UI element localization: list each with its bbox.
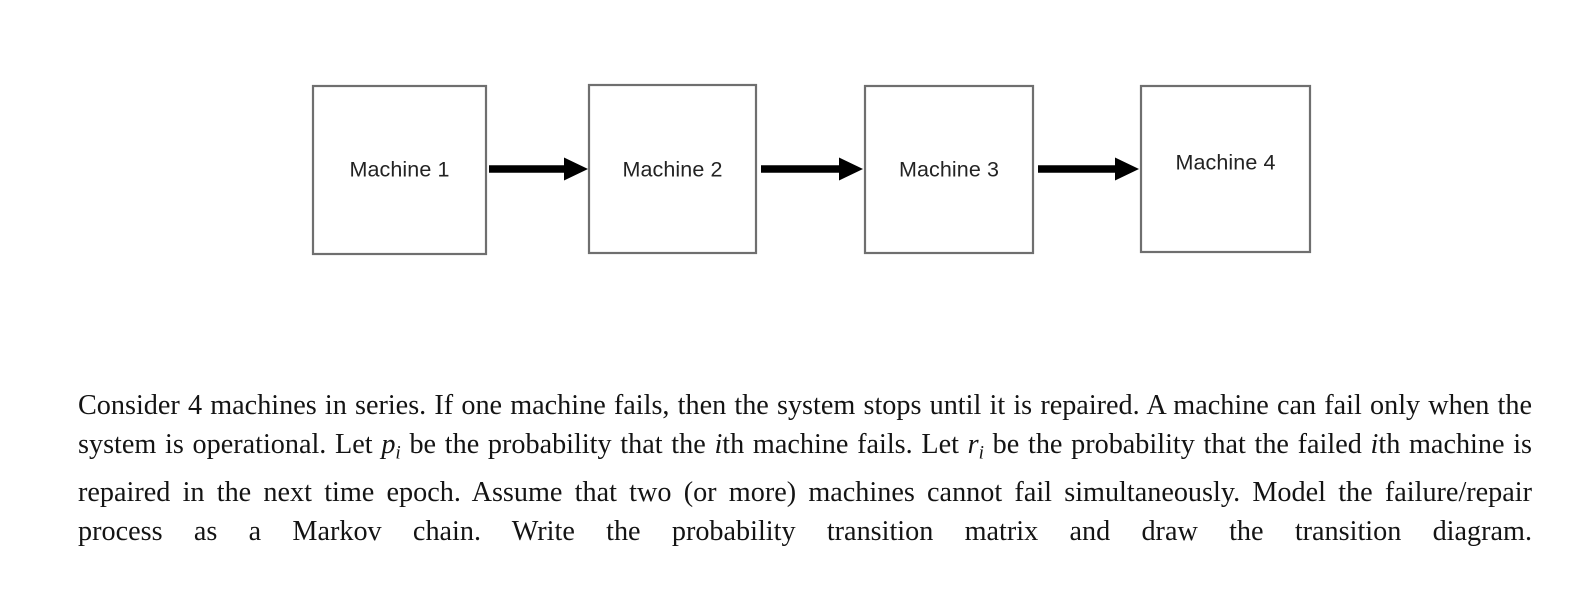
machine-box-1: [311, 84, 488, 256]
math-subscript-5: i: [978, 442, 984, 464]
machine-box-3: [863, 84, 1035, 255]
math-symbol-5: ri: [967, 429, 984, 464]
arrow-head-3: [1115, 157, 1139, 181]
series-flow-svg: Machine 1 Machine 2 Machine 3 Machine 4: [311, 83, 1312, 256]
machines-in-series-figure: Machine 1 Machine 2 Machine 3 Machine 4: [311, 83, 1312, 256]
machine-label-3: Machine 3: [899, 158, 999, 182]
machine-box-4: [1139, 84, 1312, 254]
problem-statement-paragraph: Consider 4 machines in series. If one ma…: [78, 390, 1532, 547]
math-symbol-7: i: [1370, 429, 1379, 461]
math-subscript-1: i: [395, 442, 401, 464]
arrow-head-2: [839, 157, 863, 181]
machine-label-2: Machine 2: [622, 158, 722, 182]
machine-label-1: Machine 1: [349, 158, 449, 182]
arrow-head-1: [564, 157, 588, 181]
machine-label-4: Machine 4: [1175, 151, 1275, 175]
machine-box-2: [587, 83, 758, 255]
math-symbol-1: pi: [381, 429, 401, 464]
math-symbol-3: i: [714, 429, 723, 461]
